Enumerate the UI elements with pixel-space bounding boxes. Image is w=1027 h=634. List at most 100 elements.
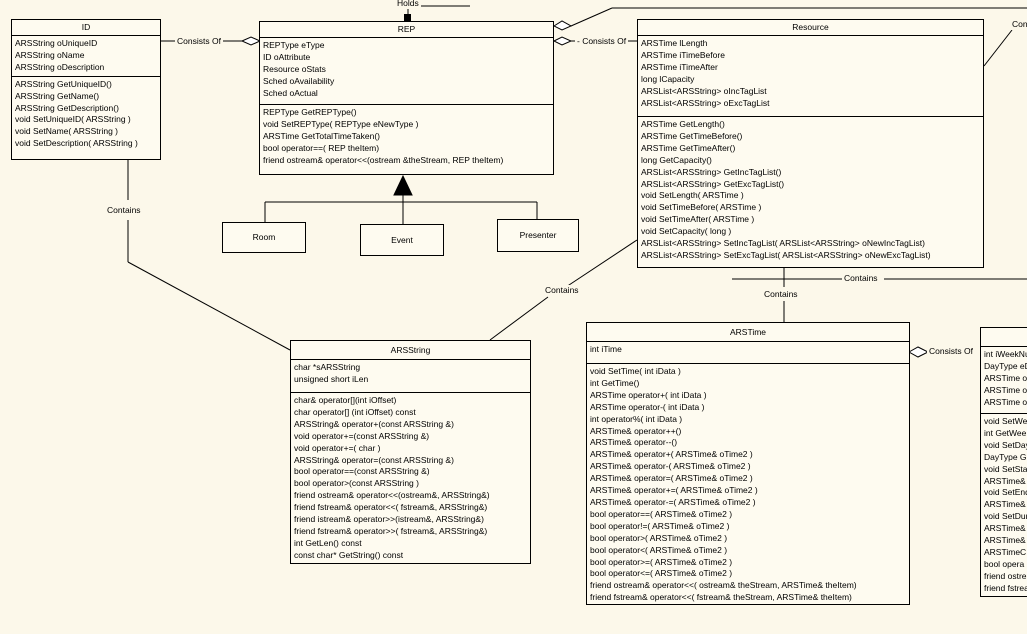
method: bool opera xyxy=(984,558,1025,569)
method: ARSTimeC xyxy=(984,546,1027,557)
method: int GetLen() const xyxy=(294,537,362,548)
method: ARSTime& xyxy=(984,475,1026,486)
method: friend fstrea xyxy=(984,582,1027,593)
aggregation-diamond xyxy=(552,36,573,46)
method: REPType GetREPType() xyxy=(263,107,357,117)
method: bool operator>( ARSTime& oTime2 ) xyxy=(590,532,728,543)
method: ARSTime GetLength() xyxy=(641,119,725,129)
method: friend ostream& operator<<(ostream &theS… xyxy=(263,154,504,165)
method: friend ostre xyxy=(984,570,1027,581)
class-name xyxy=(981,328,1027,347)
method: ARSList<ARSString> GetIncTagList() xyxy=(641,166,782,177)
composition-marker xyxy=(404,14,411,21)
method: void SetEnd xyxy=(984,487,1027,498)
attribute: ARSString oDescription xyxy=(15,61,105,72)
attributes: int iTime xyxy=(587,342,909,364)
attribute: Sched oActual xyxy=(263,87,318,98)
method: void SetUniqueID( ARSString ) xyxy=(15,114,131,125)
method: void SetREPType( REPType eNewType ) xyxy=(263,118,419,129)
class-name: ID xyxy=(12,20,160,36)
attribute: int iWeekNu xyxy=(984,349,1027,359)
method: DayType G xyxy=(984,451,1027,462)
method: ARSTime& xyxy=(984,523,1026,534)
attribute: ARSString oName xyxy=(15,49,85,60)
class-name: Resource xyxy=(638,20,983,36)
attribute: int iTime xyxy=(590,344,622,354)
method: ARSList<ARSString> SetIncTagList( ARSLis… xyxy=(641,238,925,249)
class-room[interactable]: Room xyxy=(222,222,306,253)
method: void operator+=( char ) xyxy=(294,442,381,453)
consists-of-label: Consists Of xyxy=(927,346,975,357)
method: bool operator>(const ARSString ) xyxy=(294,478,419,489)
attribute: Sched oAvailability xyxy=(263,75,335,86)
holds-label: Holds xyxy=(395,0,421,9)
class-name: ARSString xyxy=(291,341,530,360)
method: ARSTime& operator+( ARSTime& oTime2 ) xyxy=(590,449,753,460)
class-event[interactable]: Event xyxy=(360,224,444,256)
method: ARSTime GetTotalTimeTaken() xyxy=(263,130,380,141)
attribute: ARSList<ARSString> oIncTagList xyxy=(641,85,767,96)
method: ARSTime& operator++() xyxy=(590,425,682,436)
aggregation-diamond xyxy=(552,20,573,31)
method: ARSTime& operator+=( ARSTime& oTime2 ) xyxy=(590,485,758,496)
attribute: ARSTime iTimeAfter xyxy=(641,61,718,72)
consists-of-label: - Consists Of xyxy=(575,36,629,47)
method: ARSString& operator=(const ARSString &) xyxy=(294,454,454,465)
method: int operator%( int iData ) xyxy=(590,413,683,424)
method: void SetSta xyxy=(984,463,1027,474)
method: void SetLength( ARSTime ) xyxy=(641,190,744,201)
method: int GetTime() xyxy=(590,377,640,388)
method: bool operator==(const ARSString &) xyxy=(294,466,430,477)
consists-of-label: Consists Of xyxy=(175,36,223,47)
class-presenter[interactable]: Presenter xyxy=(497,219,579,252)
method: void SetTime( int iData ) xyxy=(590,366,681,376)
method: void SetTimeAfter( ARSTime ) xyxy=(641,214,755,225)
method: const char* GetString() const xyxy=(294,549,404,560)
method: ARSTime operator+( int iData ) xyxy=(590,389,707,400)
methods: char& operator[](int iOffset)char operat… xyxy=(291,393,530,563)
method: ARSTime& xyxy=(984,499,1026,510)
method: int GetWee xyxy=(984,427,1027,438)
contains-label: Contains xyxy=(105,205,143,216)
attribute: ARSTime o xyxy=(984,384,1027,395)
attribute: ARSTime lLength xyxy=(641,38,708,48)
contains-label: Contains xyxy=(762,289,800,300)
method: ARSTime& xyxy=(984,535,1026,546)
method: char operator[] (int iOffset) const xyxy=(294,406,416,417)
method: void SetDay xyxy=(984,439,1027,450)
attribute: REPType eType xyxy=(263,40,325,50)
method: void SetDescription( ARSString ) xyxy=(15,138,138,149)
attribute: ID oAttribute xyxy=(263,51,311,62)
method: void SetName( ARSString ) xyxy=(15,126,118,137)
methods: ARSTime GetLength()ARSTime GetTimeBefore… xyxy=(638,117,983,264)
method: friend ostream& operator<<( ostream& the… xyxy=(590,580,857,591)
class-name: Presenter xyxy=(519,230,557,240)
class-name: Room xyxy=(252,232,276,242)
method: void operator+=(const ARSString &) xyxy=(294,430,430,441)
attribute: ARSString oUniqueID xyxy=(15,38,98,48)
method: ARSTime& operator-( ARSTime& oTime2 ) xyxy=(590,461,751,472)
method: ARSList<ARSString> SetExcTagList( ARSLis… xyxy=(641,249,931,260)
method: ARSTime operator-( int iData ) xyxy=(590,401,705,412)
method: friend fstream& operator<<( fstream&, AR… xyxy=(294,502,488,513)
inheritance-triangle xyxy=(393,174,413,196)
class-name: REP xyxy=(260,22,553,38)
method: friend ostream& operator<<(ostream&, ARS… xyxy=(294,490,490,501)
class-arstime[interactable]: ARSTime int iTime void SetTime( int iDat… xyxy=(586,322,910,605)
method: void SetCapacity( long ) xyxy=(641,226,732,237)
method: bool operator!=( ARSTime& oTime2 ) xyxy=(590,520,730,531)
attribute: unsigned short iLen xyxy=(294,373,369,384)
contains-label: Contains xyxy=(842,273,880,284)
methods: ARSString GetUniqueID()ARSString GetName… xyxy=(12,77,160,152)
method: long GetCapacity() xyxy=(641,154,712,165)
